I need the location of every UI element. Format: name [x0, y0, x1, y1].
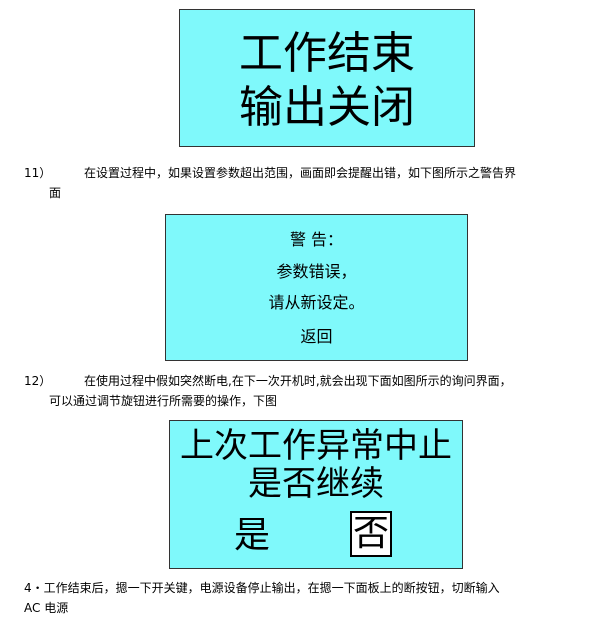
parameter-error-text: 参数错误， [276, 262, 357, 281]
step-4-text-line1: 4・工作结束后，摁一下开关键，电源设备停止输出，在摁一下面板上的断按钮，切断输入 [24, 581, 500, 595]
item-12-text-line2: 可以通过调节旋钮进行所需要的操作，下图 [49, 394, 278, 408]
continue-question-text: 是否继续 [248, 464, 384, 504]
output-closed-text: 输出关闭 [239, 82, 415, 133]
reset-prompt-text: 请从新设定。 [268, 293, 365, 312]
no-option-selected[interactable]: 否 [350, 511, 392, 557]
work-finished-text: 工作结束 [239, 28, 415, 79]
work-finished-screen: 工作结束 输出关闭 [179, 9, 475, 147]
return-button[interactable]: 返回 [300, 327, 333, 346]
item-12-text-line1: 在使用过程中假如突然断电,在下一次开机时,就会出现下面如图所示的询问界面， [84, 374, 512, 388]
resume-prompt-screen: 上次工作异常中止 是否继续 是 否 [169, 420, 463, 569]
warning-title: 警 告： [289, 230, 344, 249]
item-11-text-line1: 在设置过程中，如果设置参数超出范围，画面即会提醒出错，如下图所示之警告界 [84, 166, 517, 180]
item-12-number: 12） [24, 374, 52, 388]
abnormal-stop-text: 上次工作异常中止 [180, 426, 452, 466]
yes-option[interactable]: 是 [234, 515, 271, 556]
item-11-text-line2: 面 [49, 186, 62, 200]
item-11-number: 11） [24, 166, 52, 180]
warning-screen: 警 告： 参数错误， 请从新设定。 返回 [165, 214, 468, 361]
step-4-text-line2: AC 电源 [24, 601, 69, 615]
